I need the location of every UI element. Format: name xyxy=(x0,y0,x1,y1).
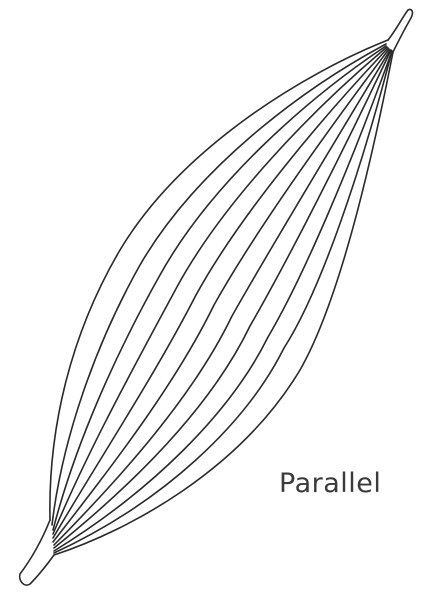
diagram-label: Parallel xyxy=(279,468,381,499)
bottom-tendon xyxy=(20,520,54,585)
muscle-fiber xyxy=(53,46,386,530)
top-tendon xyxy=(388,9,412,52)
